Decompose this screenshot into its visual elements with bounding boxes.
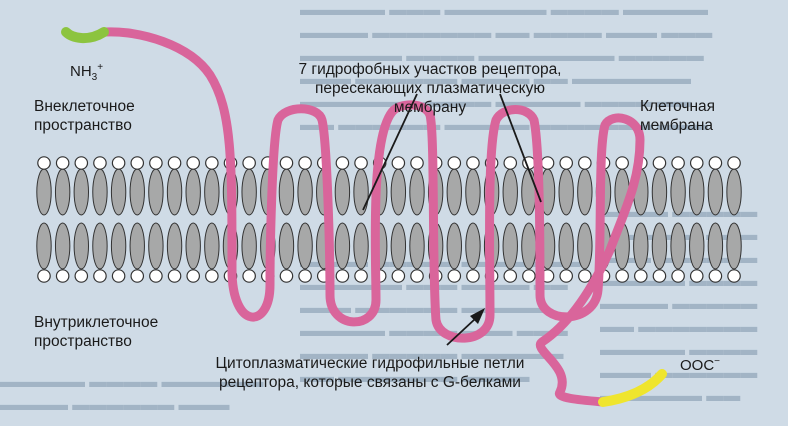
lipid-molecule — [409, 156, 425, 283]
callout-arrow-head — [470, 308, 485, 324]
n-terminal-label: NH3+ — [70, 58, 103, 87]
lipid-molecule — [110, 156, 127, 283]
loops-label-line2: рецептора, которые связаны с G-белками — [219, 374, 521, 391]
lipid-molecule — [726, 156, 742, 283]
lipid-molecule — [390, 156, 407, 283]
c-terminal-label: OOC− — [680, 352, 720, 375]
lipid-molecule — [129, 156, 145, 283]
hydrophobic-label-line1: 7 гидрофобных участков рецептора, — [298, 61, 562, 78]
hydrophobic-label-line2: пересекающих плазматическую мембрану — [315, 80, 545, 116]
lipid-molecule — [241, 156, 257, 283]
lipid-molecule — [185, 156, 201, 283]
intracellular-label-line1: Внутриклеточное — [34, 314, 159, 331]
extracellular-label-line2: пространство — [34, 117, 132, 134]
loops-label-line1: Цитоплазматические гидрофильные петли — [215, 355, 525, 372]
lipid-molecule — [204, 156, 220, 283]
lipid-molecule — [334, 156, 351, 283]
lipid-molecule — [73, 156, 90, 283]
lipid-molecule — [577, 156, 593, 283]
lipid-molecule — [278, 156, 295, 283]
lipid-molecule — [502, 156, 518, 283]
lipid-molecule — [92, 156, 108, 283]
callout-line-arrow — [446, 318, 476, 346]
hydrophilic-loops-label: Цитоплазматические гидрофильные петли ре… — [180, 354, 560, 392]
callout-line-left — [362, 93, 418, 211]
callout-line-right — [499, 93, 542, 203]
n-terminal-sub: 3 — [91, 72, 98, 83]
lipid-molecule — [465, 156, 481, 283]
hydrophobic-segments-label: 7 гидрофобных участков рецептора, пересе… — [280, 60, 580, 117]
callout-lines — [362, 93, 542, 346]
cell-membrane-label-line1: Клеточная — [640, 98, 716, 115]
receptor-polypeptide-chain — [99, 27, 645, 407]
n-terminal-sup: + — [97, 62, 104, 73]
cell-membrane-label: Клеточная мембрана — [640, 97, 715, 135]
intracellular-label-line2: пространство — [34, 333, 132, 350]
lipid-molecule — [148, 156, 164, 283]
lipid-molecule — [558, 156, 574, 283]
lipid-molecule — [651, 156, 668, 283]
lipid-molecule — [54, 156, 71, 283]
lipid-molecule — [707, 156, 724, 283]
n-terminal-tail — [61, 27, 109, 43]
lipid-molecule — [36, 156, 52, 283]
extracellular-label: Внеклеточное пространство — [34, 97, 135, 135]
lipid-molecule — [297, 156, 313, 283]
c-terminal-tail — [598, 369, 667, 407]
intracellular-label: Внутриклеточное пространство — [34, 313, 158, 351]
extracellular-label-line1: Внеклеточное — [34, 98, 135, 115]
lipid-molecule — [166, 156, 183, 283]
lipid-molecule — [446, 156, 462, 283]
n-terminal-base: NH — [70, 63, 92, 80]
lipid-molecule — [670, 156, 686, 283]
lipid-molecule — [689, 156, 705, 283]
lipid-molecule — [353, 156, 369, 283]
cell-membrane-label-line2: мембрана — [640, 117, 714, 134]
c-terminal-base: OOC — [680, 357, 715, 374]
c-terminal-sup: − — [714, 356, 721, 367]
